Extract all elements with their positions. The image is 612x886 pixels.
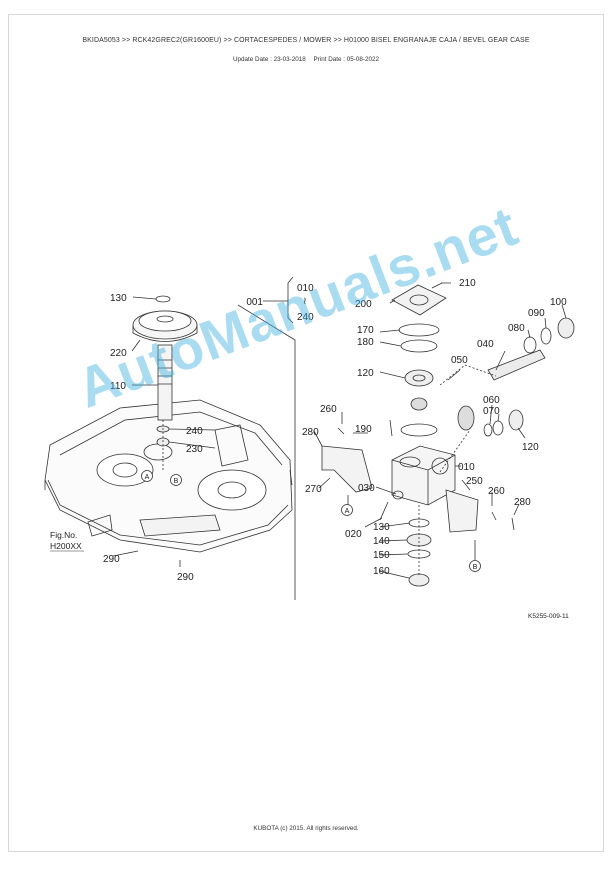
range-sep: ≀ [303,296,307,307]
left-pulley [96,453,154,487]
range-parent: 001 [246,297,263,308]
range-to: 240 [297,312,314,323]
range-from: 010 [297,283,314,294]
gear-case-010 [391,445,456,506]
callout-190: 190 [355,424,372,435]
callout-130-left: 130 [110,293,127,304]
marker-b-deck: B [174,478,179,485]
marker-a-case: A [345,508,350,515]
callout-260-left: 260 [320,404,337,415]
bearing-160 [408,573,430,587]
callout-080: 080 [508,323,525,334]
spacer-080 [523,336,537,354]
marker-b-case: B [473,564,478,571]
fig-ref-label: Fig.No. [50,530,77,540]
callout-100: 100 [550,297,567,308]
shaft-040 [487,349,546,381]
callout-090: 090 [528,308,545,319]
bracket-270 [321,445,373,493]
callout-240: 240 [186,426,203,437]
oring-180 [400,339,438,353]
callout-290-left: 290 [103,554,120,565]
callout-220: 220 [110,348,127,359]
callout-180: 180 [357,337,374,348]
marker-a-deck: A [145,474,150,481]
dividing-line [237,304,296,600]
callout-200: 200 [355,299,372,310]
update-date: Update Date : 23-03-2018 [232,56,306,63]
top-cover-200 [391,284,447,316]
callout-290-bottom: 290 [177,572,194,583]
date-line: Update Date : 23-03-2018 Print Date : 05… [0,56,612,63]
deck-outline [44,399,293,553]
callout-150: 150 [373,550,390,561]
callout-270: 270 [305,484,322,495]
callout-130-right: 130 [373,522,390,533]
callout-250: 250 [466,476,483,487]
page-frame [8,14,604,852]
callout-120-lower: 120 [522,442,539,453]
callout-160: 160 [373,566,390,577]
callout-280-right: 280 [514,497,531,508]
snap-ring-130 [155,295,171,303]
callout-060: 060 [483,395,500,406]
callout-260-right: 260 [488,486,505,497]
callout-170: 170 [357,325,374,336]
spacer-060 [483,423,493,437]
right-pulley [197,469,267,511]
drawing-code: K5255-009-11 [528,613,569,620]
bearing-120a [404,369,434,387]
breadcrumb: BKIDA5053 >> RCK42GREC2(GR1600EU) >> COR… [82,37,530,44]
bracket-250 [445,489,479,533]
gear-small [410,397,428,411]
bevel-gear [457,405,475,431]
plug-030 [392,490,404,500]
callout-070: 070 [483,406,500,417]
bearing-070 [492,420,504,436]
bearing-140 [406,533,432,547]
callout-210: 210 [459,278,476,289]
callout-020: 020 [345,529,362,540]
callout-110: 110 [110,381,126,392]
snap-ring-090 [540,327,552,345]
callout-050: 050 [451,355,468,366]
oring-190 [400,423,438,437]
callout-120-upper: 120 [357,368,374,379]
callout-280-left: 280 [302,427,319,438]
callout-010: 010 [458,462,475,473]
print-date: Print Date : 05-08-2022 [313,56,380,63]
seal-170 [398,323,440,337]
bearing-120b [508,409,524,431]
callout-040: 040 [477,339,494,350]
bearing-100 [557,317,575,339]
footer-copyright: KUBOTA (c) 2015. All rights reserved. [253,825,359,832]
callout-230: 230 [186,444,203,455]
callout-030: 030 [358,483,375,494]
fig-ref-value: H200XX [50,541,82,551]
callout-140: 140 [373,536,390,547]
shaft-110 [157,344,173,421]
